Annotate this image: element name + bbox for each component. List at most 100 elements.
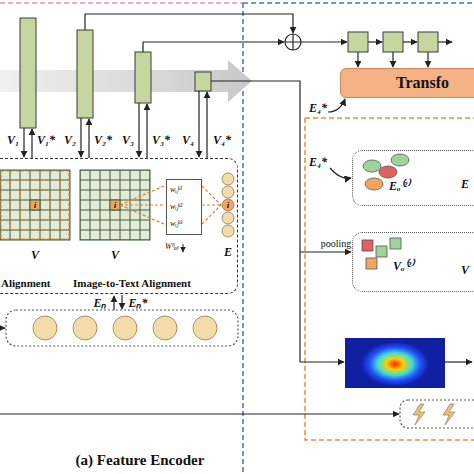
feature-bar [77,30,93,118]
token-box [383,32,403,52]
window-square [20,190,50,220]
wire [211,81,300,362]
feature-bar [195,72,211,91]
entity-ellipse [365,178,383,190]
variable-label: V₁ [7,133,19,148]
wire [438,41,452,42]
window-square [10,180,60,230]
token-circle [73,316,97,340]
up-arrow [88,119,89,158]
panel-border [0,2,243,4]
output-box [400,400,474,428]
variable-label: i [34,200,37,210]
variable-label: pooling [321,238,352,249]
token-box [348,32,368,52]
variable-label: V [111,248,119,263]
feature-grid [0,170,70,240]
entity-circle [222,199,234,211]
wire [0,413,399,414]
sum-symbol [285,34,301,50]
wire [300,251,351,252]
wire [330,168,351,178]
weight-box: wᵢⱼᵏ¹wᵢⱼᵏ²wᵢⱼᵏ³Wᶿₐₗₗ [166,179,202,235]
wire [143,42,284,52]
node-text: wᵢⱼᵏ³ [170,217,182,228]
variable-label: i [227,200,230,210]
entity-circle [222,212,234,224]
node-text: Image-to-Text Alignment [73,277,191,289]
panel-border [305,118,474,440]
up-arrow [113,296,114,310]
token-circle [113,316,137,340]
variable-label: E₄* [309,101,327,116]
node-text: wᵢⱼᵏ¹ [170,183,182,194]
wire [403,41,417,42]
query-cell [110,200,120,210]
visual-square [376,246,387,257]
token-group [6,310,238,346]
wire [427,52,428,67]
token-row [33,316,217,340]
entity-circle [222,225,234,237]
token-circle [193,316,217,340]
wire [368,41,382,42]
entity-ellipse [391,154,409,166]
wire [85,14,293,33]
node-text: Eₒ⁽²⁾ [389,177,410,194]
window-squares [1,171,221,239]
entity-circle [222,173,234,185]
visual-square [362,240,373,251]
visual-square [366,258,377,269]
up-arrow [146,104,147,158]
wire [301,41,347,42]
wire [300,361,344,362]
node-text: Wᶿₐₗₗ [165,240,178,251]
feature-grid [80,170,150,240]
token-circle [153,316,177,340]
down-arrow [138,103,139,157]
wire [328,99,345,112]
node-text: Transfo [396,74,449,92]
variable-label: V₄* [213,133,231,148]
variable-label: V₃* [152,133,170,148]
lightning-icon [443,404,455,425]
variable-label: V₁* [37,133,55,148]
down-arrow [198,91,199,157]
token-circle [33,316,57,340]
node-text: V [461,263,469,278]
entity-ellipse [363,160,381,172]
node-text: Vₒ⁽²⁾ [393,257,414,274]
panel-border [243,2,474,4]
node-text: wᵢⱼᵏ² [170,200,182,211]
variable-label: Eₙ [93,294,106,311]
variable-label: Eₙ* [128,294,147,311]
node-text: E [461,177,469,192]
sum-symbol-cross [285,34,301,50]
feature-bar [135,52,151,103]
visual-square [390,238,401,249]
alignment-panel: Alignment Image-to-Text Alignment wᵢⱼᵏ¹ wᵢⱼ… [0,158,238,294]
heatmap [345,338,445,388]
node-text: Alignment [1,277,51,289]
token-box [418,32,438,52]
query-cell [30,200,40,210]
entity-column [222,173,234,237]
wire [392,52,393,67]
feature-bar [20,18,36,128]
input-arrow [0,327,5,328]
up-arrow [206,92,207,158]
lightning-icon [413,404,425,425]
transformer-block: Transfo [340,68,474,98]
variable-label: V [31,248,39,263]
wire [445,361,472,362]
down-arrow [80,118,81,157]
entity-circle [222,186,234,198]
variable-label: V₄ [182,133,194,148]
variable-label: V₂ [64,133,76,148]
panel-caption: (a) Feature Encoder [76,452,205,469]
up-arrow [31,129,32,158]
bar-arrows [24,91,207,158]
window-square [1,171,69,239]
variable-label: V₂* [94,133,112,148]
